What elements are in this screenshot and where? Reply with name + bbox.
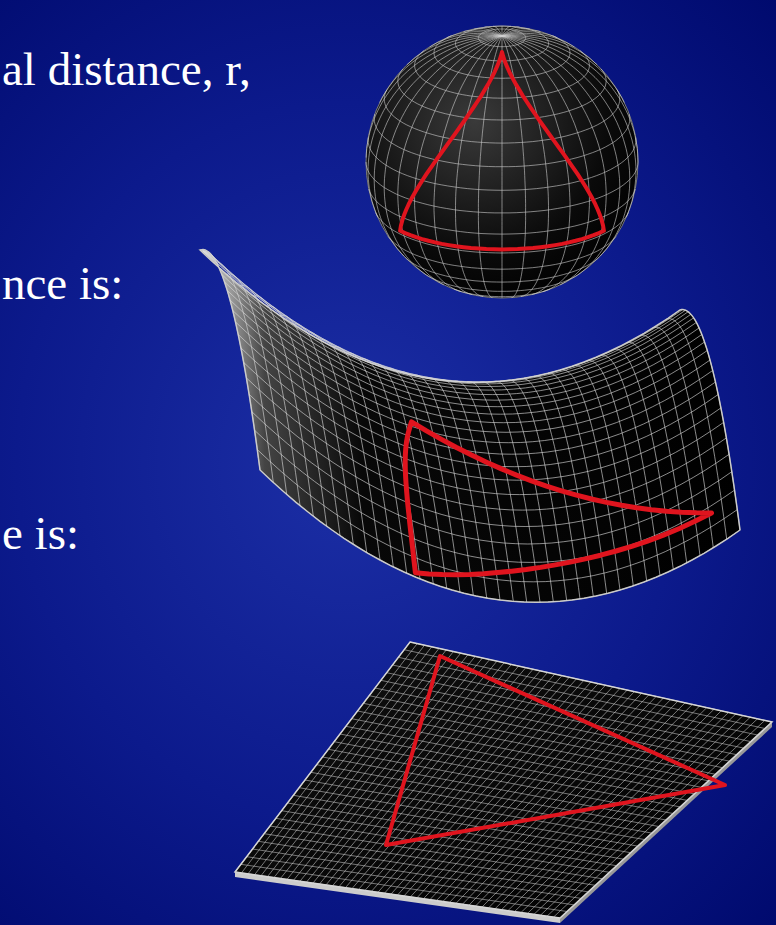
grid-line: [253, 849, 582, 898]
grid-line: [334, 742, 680, 807]
grid-line: [299, 788, 638, 846]
grid-line: [260, 470, 740, 602]
grid-line: [400, 372, 460, 592]
grid-line: [333, 347, 393, 567]
grid-line: [404, 650, 765, 729]
grid-line: [502, 36, 526, 298]
grid-line: [227, 274, 287, 494]
grid-line: [238, 335, 718, 467]
slide-text: e is:: [2, 508, 79, 560]
slide-text: al distance, r,: [2, 44, 251, 96]
grid-line: [246, 378, 726, 510]
grid-line: [323, 757, 667, 820]
saddle-surface: [200, 250, 740, 603]
grid-line: [320, 340, 380, 560]
grid-line: [384, 36, 502, 275]
saddle-fill: [200, 250, 740, 603]
grid-line: [222, 275, 702, 407]
grid-line: [241, 864, 567, 911]
grid-line: [213, 262, 273, 482]
grid-line: [502, 36, 636, 218]
grid-line: [236, 322, 716, 454]
grid-line: [317, 765, 659, 827]
grid-line: [387, 368, 447, 588]
flat-plane: [235, 642, 772, 923]
grid-line: [235, 872, 560, 918]
grid-line: [502, 35, 597, 65]
grid-line: [258, 841, 588, 892]
grid-line: [502, 36, 630, 257]
grid-line: [244, 362, 724, 494]
grid-line: [249, 394, 729, 526]
grid-line: [502, 36, 589, 292]
grid-line: [358, 711, 709, 781]
grid-line: [374, 36, 502, 257]
red-triangle: [400, 52, 604, 249]
plane-fill: [235, 642, 772, 918]
grid-line: [502, 27, 519, 36]
grid-line: [413, 375, 473, 595]
sphere-fill: [366, 26, 638, 298]
grid-line: [276, 818, 610, 872]
grid-line: [398, 657, 758, 735]
slide-text: nce is:: [2, 258, 123, 310]
grid-line: [347, 353, 407, 573]
grid-line: [680, 310, 740, 530]
grid-line: [233, 311, 713, 443]
red-triangle: [386, 656, 725, 845]
grid-line: [393, 665, 751, 742]
sphere: [366, 26, 638, 298]
grid-line: [346, 726, 695, 794]
grid-line: [240, 285, 300, 505]
red-triangle: [405, 422, 711, 575]
grid-line: [280, 315, 340, 535]
grid-line: [293, 795, 630, 852]
grid-line: [478, 36, 502, 298]
grid-line: [368, 36, 502, 218]
grid-line: [270, 826, 602, 879]
grid-line: [502, 26, 511, 36]
grid-line: [282, 811, 617, 866]
grid-line: [264, 834, 595, 886]
grid-line: [502, 33, 575, 47]
grid-line: [502, 36, 503, 298]
grid-line: [587, 361, 647, 581]
grid-line: [293, 324, 353, 544]
grid-line: [255, 430, 735, 562]
grid-line: [410, 642, 772, 722]
grid-line: [307, 332, 367, 552]
grid-line: [502, 36, 638, 162]
